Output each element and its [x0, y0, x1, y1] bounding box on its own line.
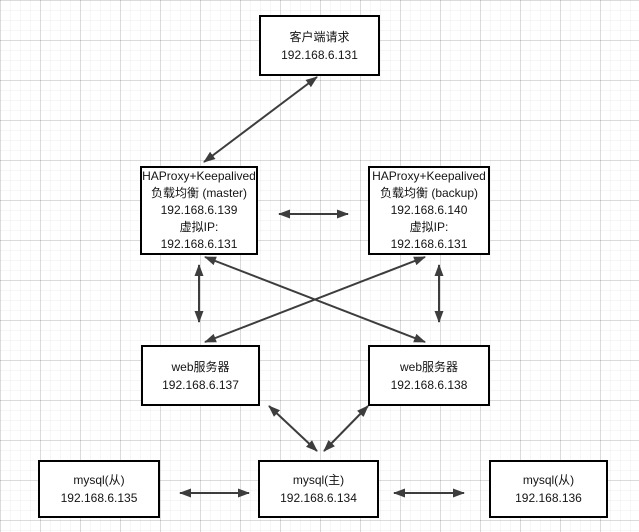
connector-haproxy_backup-web1: [204, 256, 426, 343]
node-ip-line: 192.168.6.140: [390, 203, 468, 217]
node-ip-line: 192.168.6.138: [390, 377, 468, 392]
node-ip-line: 192.168.6.137: [162, 377, 239, 392]
node-ip-line: 192.168.6.131: [281, 47, 358, 62]
node-ip-line: 192.168.6.135: [60, 491, 138, 505]
node-client-request: 客户端请求 192.168.6.131: [259, 15, 380, 76]
node-label-line: 负载均衡 (backup): [379, 186, 479, 200]
node-label-line: mysql(主): [292, 473, 345, 487]
node-ip-line: 192.168.6.139: [160, 203, 238, 217]
node-label-line: web服务器: [171, 359, 230, 374]
connector-client-haproxy_master: [203, 76, 318, 163]
node-ip-line: 192.168.6.134: [280, 491, 357, 505]
node-haproxy-backup: HAProxy+Keepalived 负载均衡 (backup) 192.168…: [368, 166, 490, 255]
node-web-server-2: web服务器 192.168.6.138: [368, 345, 490, 406]
node-ip-line: 192.168.6.131: [160, 237, 238, 251]
node-label-line: HAProxy+Keepalived: [142, 169, 256, 183]
node-label-line: web服务器: [399, 359, 458, 374]
node-label-line: mysql(从): [522, 473, 575, 487]
node-haproxy-master: HAProxy+Keepalived 负载均衡 (master) 192.168…: [140, 166, 258, 255]
node-label-line: 负载均衡 (master): [150, 186, 247, 200]
node-mysql-slave-2: mysql(从) 192.168.136: [489, 460, 608, 518]
connector-web1-mysql_master: [268, 405, 318, 452]
node-label-line: 虚拟IP:: [409, 220, 449, 234]
node-ip-line: 192.168.136: [515, 491, 582, 505]
node-ip-line: 192.168.6.131: [390, 237, 468, 251]
node-label-line: 虚拟IP:: [179, 220, 219, 234]
node-mysql-master: mysql(主) 192.168.6.134: [258, 460, 379, 518]
node-label-line: 客户端请求: [289, 29, 350, 44]
node-mysql-slave-1: mysql(从) 192.168.6.135: [38, 460, 160, 518]
node-label-line: HAProxy+Keepalived: [372, 169, 486, 183]
node-label-line: mysql(从): [73, 473, 125, 487]
connector-web2-mysql_master: [323, 405, 369, 452]
node-web-server-1: web服务器 192.168.6.137: [141, 345, 260, 406]
